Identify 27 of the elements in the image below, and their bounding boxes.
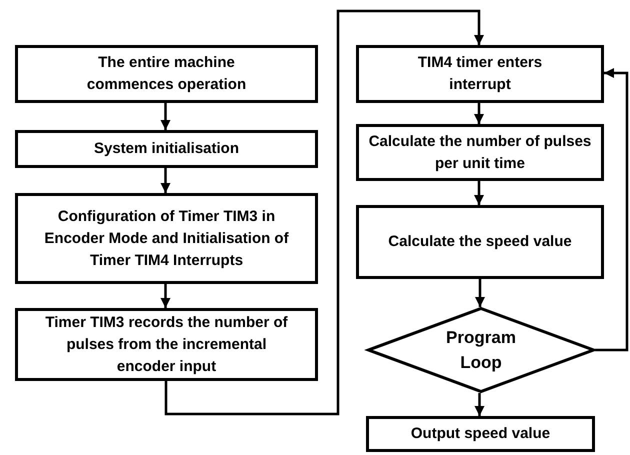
arrow <box>160 103 170 130</box>
decision-diamond <box>367 307 595 393</box>
arrow <box>160 284 170 308</box>
node-text: Configuration of Timer TIM3 in Encoder Mode and Initialisation of Timer TIM4 Interrupts <box>43 206 290 270</box>
arrow <box>474 103 484 124</box>
node-text: Output speed value <box>410 424 552 444</box>
arrow <box>595 68 628 352</box>
node-text: TIM4 timer enters interrupt <box>416 53 544 95</box>
process-box <box>15 130 318 168</box>
arrow <box>474 181 484 205</box>
process-box <box>15 308 318 381</box>
process-box <box>366 416 595 452</box>
node-text: Program Loop <box>445 327 517 374</box>
node-text: Calculate the speed value <box>387 232 573 252</box>
process-box <box>356 205 604 279</box>
process-box <box>356 124 604 181</box>
process-box <box>356 45 604 103</box>
node-text: Calculate the number of pulses per unit time <box>368 132 592 174</box>
node-text: Timer TIM3 records the number of pulses from the incremental encoder input <box>44 312 289 376</box>
process-box <box>15 193 318 284</box>
node-text: System initialisation <box>92 139 240 159</box>
arrow <box>474 393 484 416</box>
node-text: The entire machine commences operation <box>86 53 248 95</box>
arrow <box>475 279 485 307</box>
arrow <box>160 168 170 193</box>
arrow <box>164 10 484 416</box>
process-box <box>15 45 318 103</box>
